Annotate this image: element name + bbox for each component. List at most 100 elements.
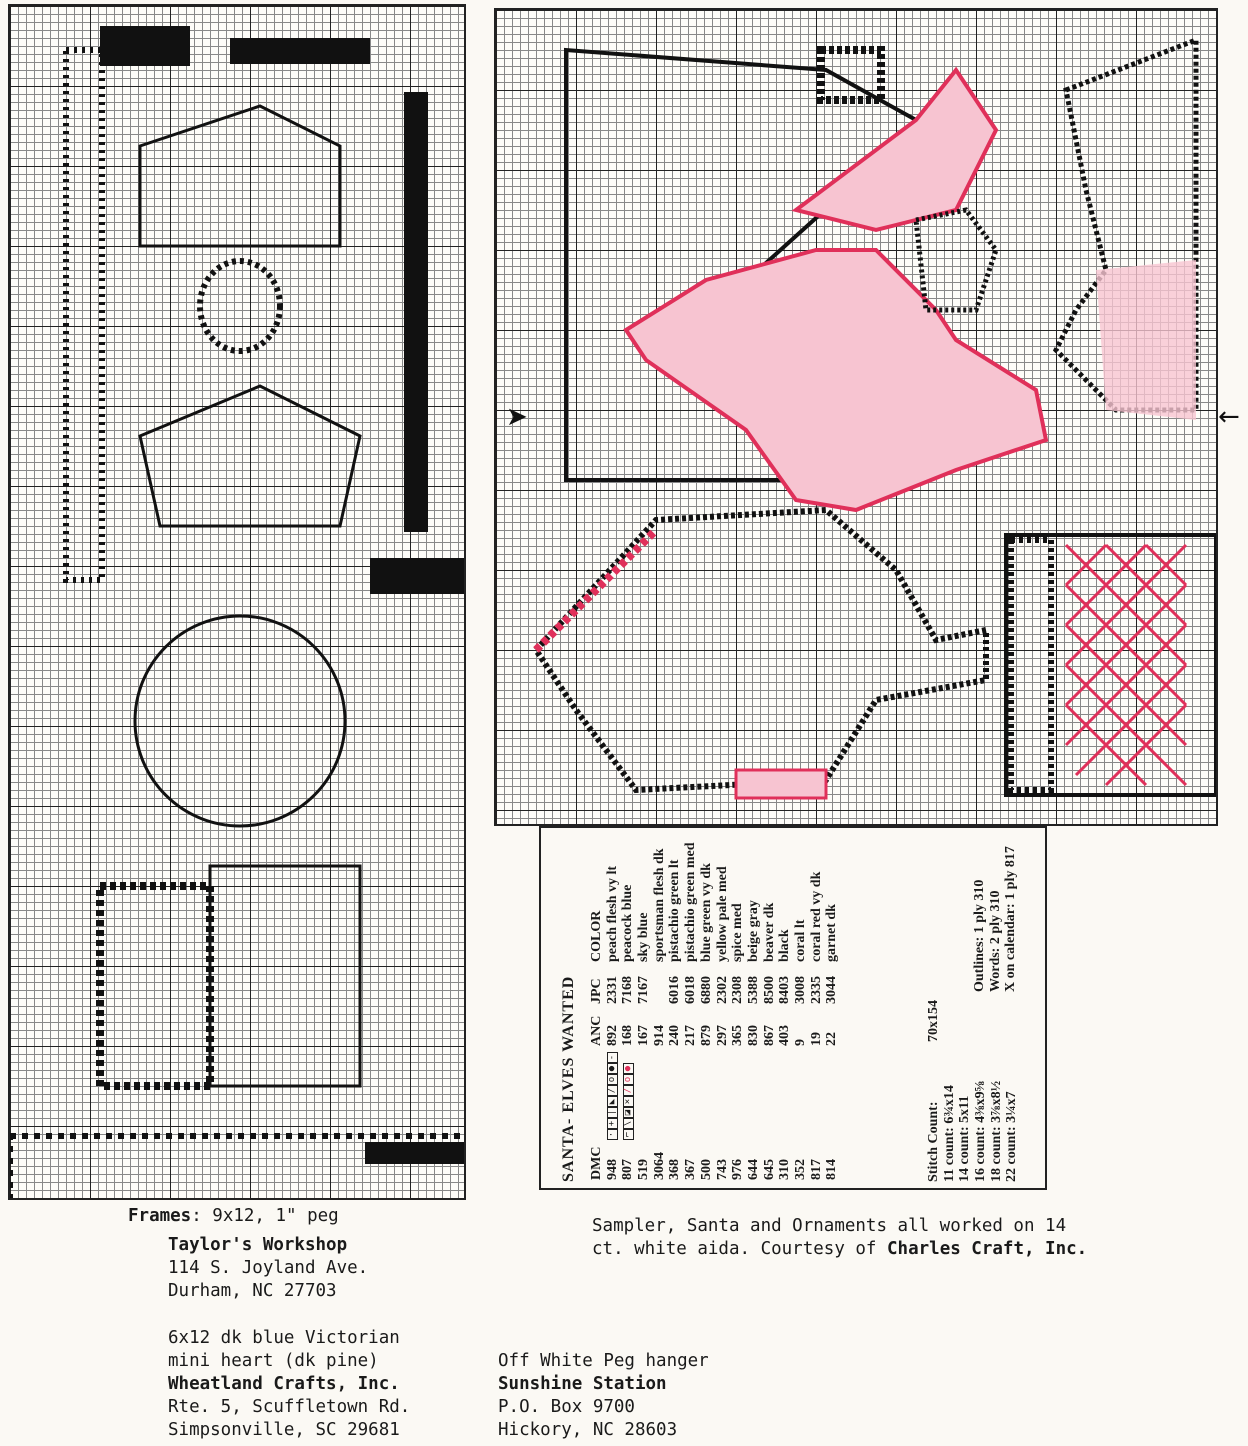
key-cell-anc: 879	[698, 1025, 714, 1046]
key-cell-dmc: 645	[761, 1159, 777, 1180]
note-calendar: X on calendar: 1 ply 817	[1003, 846, 1019, 992]
bar-box-icon: |	[607, 1107, 619, 1118]
key-header-anc: ANC	[589, 1015, 604, 1046]
plus-box-icon: +	[607, 1118, 619, 1129]
sampler-line2-bold: Charles Craft, Inc.	[887, 1239, 1088, 1259]
key-header-color: COLOR	[589, 910, 604, 962]
red-slash-box-icon: /	[622, 1085, 634, 1096]
key-cell-color: sportsman flesh dk	[651, 848, 667, 962]
note-words: Words: 2 ply 310	[987, 890, 1003, 992]
x-box-icon: ×	[622, 1096, 634, 1107]
key-cell-jpc: 2302	[714, 976, 730, 1004]
key-cell-color: peach flesh vy lt	[604, 865, 620, 962]
key-cell-anc: 9	[792, 1039, 808, 1046]
key-cell-jpc	[652, 966, 668, 1004]
key-cell-jpc: 2335	[808, 976, 824, 1004]
key-cell-color: pistachio green med	[683, 842, 699, 962]
key-cell-jpc: 6016	[667, 976, 683, 1004]
stitch-count-label: Stitch Count:	[926, 1101, 941, 1182]
key-header-jpc: JPC	[589, 978, 604, 1004]
stitch-count-row: 18 count: 3⅞x8½	[988, 1080, 1004, 1182]
key-cell-jpc: 6880	[698, 976, 714, 1004]
key-cell-jpc: 6018	[683, 976, 699, 1004]
key-symbol-row: ·+|◣/o●-	[605, 1050, 621, 1140]
key-column-symbols: ·+|◣/o●- ⌐\◪×/o●	[589, 1050, 636, 1140]
wheatland-desc2: mini heart (dk pine)	[168, 1351, 379, 1371]
key-cell-dmc: 368	[667, 1159, 683, 1180]
stitch-count-block: Stitch Count: 11 count: 6¾x14 14 count: …	[926, 1022, 1020, 1182]
key-column-color: COLOR peach flesh vy lt peacock blue sky…	[589, 832, 840, 962]
key-cell-dmc: 352	[792, 1159, 808, 1180]
key-cell-dmc: 3064	[651, 1152, 667, 1180]
taylor-name: Taylor's Workshop	[168, 1235, 348, 1255]
key-cell-dmc: 814	[824, 1159, 840, 1180]
key-cell-color: garnet dk	[824, 904, 840, 962]
key-cell-anc: 22	[824, 1032, 840, 1046]
key-cell-anc: 297	[714, 1025, 730, 1046]
frames-label: Frames	[128, 1206, 192, 1226]
taylor-address: Taylor's Workshop 114 S. Joyland Ave. Du…	[168, 1234, 368, 1303]
frames-value: : 9x12, 1" peg	[191, 1206, 339, 1226]
key-cell-anc: 403	[777, 1025, 793, 1046]
key-cell-anc: 167	[636, 1025, 652, 1046]
left-pattern-motifs	[10, 26, 464, 1198]
key-cell-color: peacock blue	[620, 884, 636, 962]
key-cell-anc: 19	[808, 1032, 824, 1046]
sunshine-line2: Hickory, NC 28603	[498, 1420, 678, 1440]
key-column-dmc: DMC 948 807 519 3064 368 367 500 743 976…	[589, 1142, 840, 1180]
key-cell-jpc: 2331	[604, 976, 620, 1004]
key-cell-anc: 914	[651, 1025, 667, 1046]
sampler-line2-prefix: ct. white aida. Courtesy of	[592, 1239, 888, 1259]
color-key-table: SANTA- ELVES WANTED DMC 948 807 519 3064…	[539, 826, 1047, 1190]
stitch-count-row: 22 count: 3¼x7	[1004, 1091, 1020, 1182]
key-title: SANTA- ELVES WANTED	[560, 975, 577, 1182]
key-header-dmc: DMC	[589, 1146, 604, 1180]
key-cell-jpc: 3008	[792, 976, 808, 1004]
santa-pattern-chart	[494, 8, 1218, 826]
key-cell-anc: 240	[667, 1025, 683, 1046]
diag-box-icon: \	[622, 1118, 634, 1129]
key-cell-anc: 867	[761, 1025, 777, 1046]
key-column-jpc: JPC 2331 7168 7167 6016 6018 6880 2302 2…	[589, 966, 840, 1004]
taylor-line2: Durham, NC 27703	[168, 1281, 337, 1301]
key-cell-jpc: 8403	[777, 976, 793, 1004]
sampler-caption: Sampler, Santa and Ornaments all worked …	[592, 1215, 1087, 1261]
key-cell-jpc: 7167	[636, 976, 652, 1004]
key-cell-color: coral red vy dk	[808, 871, 824, 962]
stitch-count-row: 16 count: 4⅜x9⅝	[973, 1080, 989, 1182]
wheatland-name: Wheatland Crafts, Inc.	[168, 1374, 400, 1394]
sunshine-address: Off White Peg hanger Sunshine Station P.…	[498, 1350, 709, 1442]
key-cell-dmc: 519	[636, 1159, 652, 1180]
key-column-anc: ANC 892 168 167 914 240 217 879 297 365 …	[589, 1008, 840, 1046]
color-key-content: SANTA- ELVES WANTED DMC 948 807 519 3064…	[541, 828, 1045, 1188]
key-cell-dmc: 743	[714, 1159, 730, 1180]
key-cell-color: coral lt	[792, 919, 808, 962]
key-cell-jpc: 7168	[620, 976, 636, 1004]
key-cell-color: sky blue	[636, 912, 652, 962]
key-cell-color: black	[777, 929, 793, 962]
key-cell-color: pistachio green lt	[667, 859, 683, 962]
key-cell-dmc: 817	[808, 1159, 824, 1180]
santa-pattern-motifs	[532, 36, 1216, 800]
wheatland-line2: Simpsonville, SC 29681	[168, 1420, 400, 1440]
taylor-line1: 114 S. Joyland Ave.	[168, 1258, 369, 1278]
key-cell-jpc: 8500	[761, 976, 777, 1004]
stitch-notes: Outlines: 1 ply 310 Words: 2 ply 310 X o…	[972, 846, 1019, 992]
key-cell-anc: 892	[604, 1025, 620, 1046]
red-filled-box-icon: ●	[622, 1063, 634, 1074]
key-cell-anc: 365	[730, 1025, 746, 1046]
sunshine-line1: P.O. Box 9700	[498, 1397, 635, 1417]
key-cell-color: beige gray	[745, 900, 761, 962]
key-cell-dmc: 807	[620, 1159, 636, 1180]
key-cell-dmc: 976	[730, 1159, 746, 1180]
key-cell-dmc: 500	[698, 1159, 714, 1180]
key-cell-jpc: 5388	[745, 976, 761, 1004]
filled-circle-box-icon: ●	[607, 1063, 619, 1074]
sunshine-name: Sunshine Station	[498, 1374, 667, 1394]
circle-box-icon: o	[607, 1074, 619, 1085]
triangle-box-icon: ◣	[607, 1096, 619, 1107]
key-cell-jpc: 2308	[730, 976, 746, 1004]
alignment-arrow-right-icon: ←	[1218, 402, 1240, 432]
note-outlines: Outlines: 1 ply 310	[972, 879, 987, 992]
key-cell-dmc: 367	[683, 1159, 699, 1180]
